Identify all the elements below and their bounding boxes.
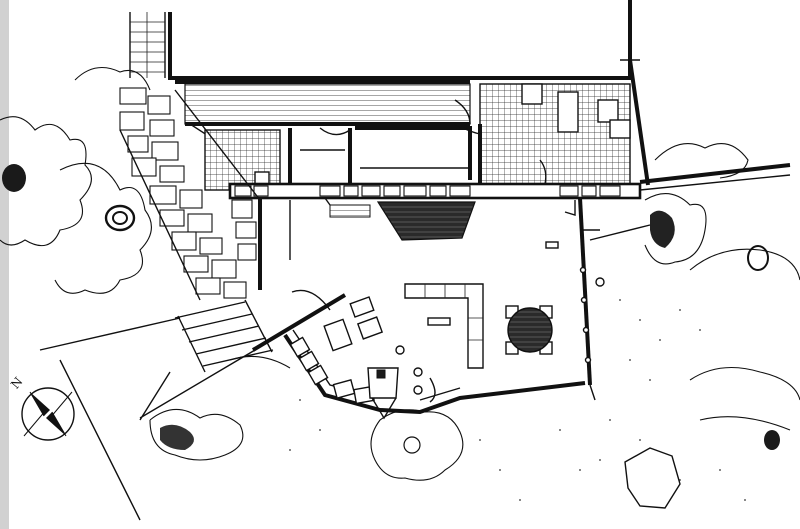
ground-texture [289, 299, 746, 501]
pavilion-walls [251, 197, 605, 415]
page-gutter [0, 0, 9, 529]
entrance-steps [174, 299, 274, 373]
site-paths [39, 224, 651, 521]
tiled-room-right [479, 83, 631, 185]
floor-items [545, 241, 559, 249]
armchairs [323, 296, 384, 352]
l-shaped-sofa [404, 283, 484, 369]
covered-walkway [184, 83, 471, 151]
middle-rooms [288, 99, 482, 190]
cabinet-block [324, 197, 476, 241]
fireplace [367, 345, 436, 420]
north-arrow: N [8, 375, 75, 441]
stone-paving-path [119, 12, 261, 301]
built-in-bench [289, 336, 375, 405]
dining-table [505, 305, 553, 355]
existing-building-walls [168, 0, 650, 186]
boulder [624, 447, 681, 509]
north-label: N [8, 375, 25, 392]
coffee-table [427, 317, 451, 326]
tiled-room-left [204, 129, 281, 191]
trees-and-shrubs [0, 66, 800, 481]
stone-wall-north [228, 163, 791, 200]
